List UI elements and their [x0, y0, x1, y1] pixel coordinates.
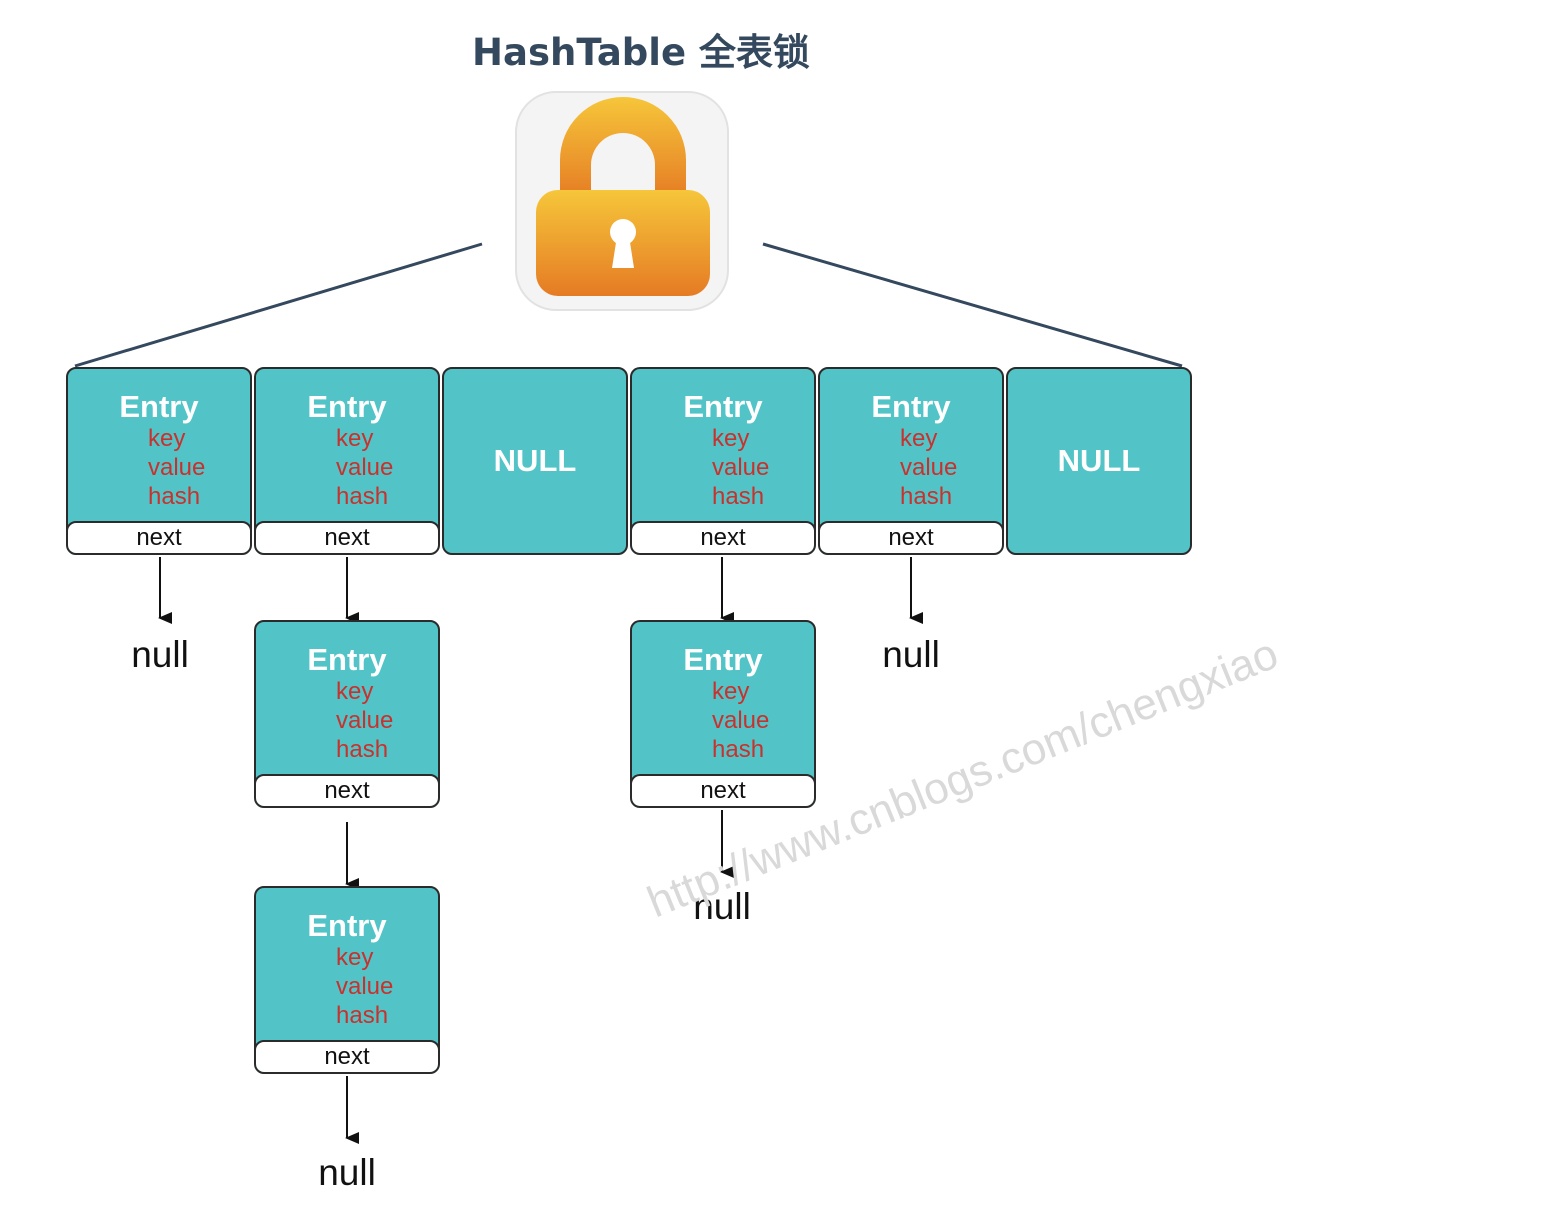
value-field: value: [900, 454, 958, 481]
key-field: key: [336, 678, 374, 705]
entry-label: Entry: [119, 389, 199, 424]
hash-field: hash: [336, 736, 389, 763]
hash-field: hash: [336, 483, 389, 510]
key-field: key: [712, 678, 750, 705]
hash-field: hash: [712, 483, 765, 510]
hash-field: hash: [900, 483, 953, 510]
null-terminator: null: [693, 886, 751, 927]
key-field: key: [148, 425, 186, 452]
entry-label: Entry: [683, 389, 763, 424]
value-field: value: [148, 454, 206, 481]
null-terminator: null: [318, 1152, 376, 1193]
null-bucket-label: NULL: [1057, 443, 1141, 478]
null-terminator: null: [882, 634, 940, 675]
next-pointer: next: [256, 1040, 438, 1072]
entry-node: Entry key value hash next: [66, 367, 252, 555]
null-bucket-label: NULL: [493, 443, 577, 478]
next-pointer: next: [632, 774, 814, 806]
value-field: value: [712, 707, 770, 734]
hash-field: hash: [712, 736, 765, 763]
next-pointer: next: [68, 521, 250, 553]
null-bucket: NULL: [442, 367, 628, 555]
null-terminator: null: [131, 634, 189, 675]
lock-connector-right: [762, 242, 1183, 368]
null-bucket: NULL: [1006, 367, 1192, 555]
next-pointer: next: [256, 521, 438, 553]
key-field: key: [900, 425, 938, 452]
entry-label: Entry: [871, 389, 951, 424]
entry-label: Entry: [307, 642, 387, 677]
entry-label: Entry: [307, 908, 387, 943]
value-field: value: [712, 454, 770, 481]
key-field: key: [336, 425, 374, 452]
diagram-title: HashTable 全表锁: [472, 31, 810, 74]
entry-node: Entry key value hash next: [254, 886, 440, 1074]
entry-node: Entry key value hash next: [630, 620, 816, 808]
key-field: key: [336, 944, 374, 971]
value-field: value: [336, 454, 394, 481]
next-pointer: next: [632, 521, 814, 553]
padlock-icon: [515, 91, 729, 311]
next-pointer: next: [820, 521, 1002, 553]
next-pointer: next: [256, 774, 438, 806]
entry-node: Entry key value hash next: [818, 367, 1004, 555]
entry-label: Entry: [683, 642, 763, 677]
hash-field: hash: [148, 483, 201, 510]
hash-field: hash: [336, 1002, 389, 1029]
entry-node: Entry key value hash next: [254, 620, 440, 808]
entry-node: Entry key value hash next: [630, 367, 816, 555]
key-field: key: [712, 425, 750, 452]
entry-node: Entry key value hash next: [254, 367, 440, 555]
entry-label: Entry: [307, 389, 387, 424]
value-field: value: [336, 707, 394, 734]
value-field: value: [336, 973, 394, 1000]
lock-connector-left: [74, 242, 483, 368]
